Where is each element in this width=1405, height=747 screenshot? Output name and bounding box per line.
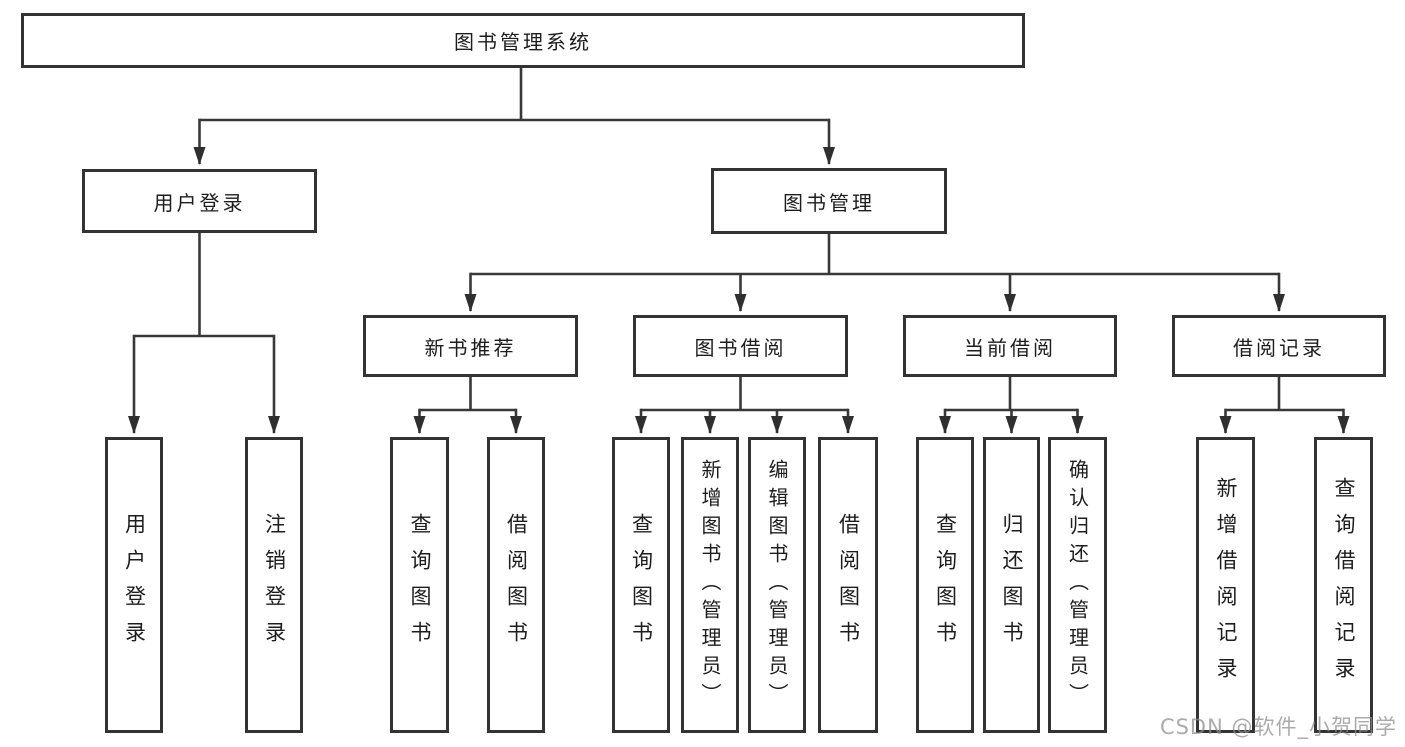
node-label: 查询借阅记录 <box>1332 477 1356 693</box>
leaf-borrow-books: 借阅图书 <box>818 437 878 733</box>
node-label: 图书管理系统 <box>454 30 592 54</box>
node-label: 借阅图书 <box>836 513 861 657</box>
node-label: 查询图书 <box>408 513 432 657</box>
node-label: 当前借阅 <box>964 335 1056 360</box>
leaf-logout: 注销登录 <box>245 437 303 733</box>
node-label: 用户登录 <box>122 513 147 657</box>
leaf-query-books-borrowing: 查询图书 <box>612 437 670 733</box>
node-label: 确认归还（管理员） <box>1065 459 1090 711</box>
leaf-user-login: 用户登录 <box>105 437 163 733</box>
node-label: 图书借阅 <box>694 335 787 360</box>
node-label: 查询图书 <box>933 513 958 657</box>
leaf-add-borrow-record: 新增借阅记录 <box>1196 437 1255 733</box>
node-new-book-recommendation: 新书推荐 <box>363 315 578 377</box>
leaf-borrow-books-recommend: 借阅图书 <box>487 437 545 733</box>
node-borrowing-records: 借阅记录 <box>1172 315 1386 377</box>
node-label: 借阅记录 <box>1233 335 1325 360</box>
node-label: 用户登录 <box>153 190 246 215</box>
node-label: 借阅图书 <box>504 513 529 657</box>
leaf-return-books: 归还图书 <box>983 437 1040 733</box>
node-label: 编辑图书（管理员） <box>765 459 789 711</box>
node-book-management: 图书管理 <box>711 168 947 234</box>
leaf-confirm-return-admin: 确认归还（管理员） <box>1048 437 1107 733</box>
node-label: 归还图书 <box>1000 513 1024 657</box>
node-label: 新增图书（管理员） <box>698 459 722 711</box>
leaf-query-books-current: 查询图书 <box>916 437 974 733</box>
node-label: 新书推荐 <box>424 335 517 360</box>
leaf-query-books-recommend: 查询图书 <box>390 437 449 733</box>
leaf-query-borrow-record: 查询借阅记录 <box>1314 437 1373 733</box>
node-book-borrowing: 图书借阅 <box>633 315 848 377</box>
leaf-add-books-admin: 新增图书（管理员） <box>681 437 739 733</box>
node-library-management-system: 图书管理系统 <box>21 13 1025 68</box>
leaf-edit-books-admin: 编辑图书（管理员） <box>748 437 806 733</box>
node-label: 注销登录 <box>262 513 287 657</box>
node-current-borrowing: 当前借阅 <box>903 315 1117 377</box>
node-label: 查询图书 <box>629 513 654 657</box>
node-label: 图书管理 <box>783 190 875 215</box>
node-user-login: 用户登录 <box>82 169 317 233</box>
node-label: 新增借阅记录 <box>1214 477 1238 693</box>
